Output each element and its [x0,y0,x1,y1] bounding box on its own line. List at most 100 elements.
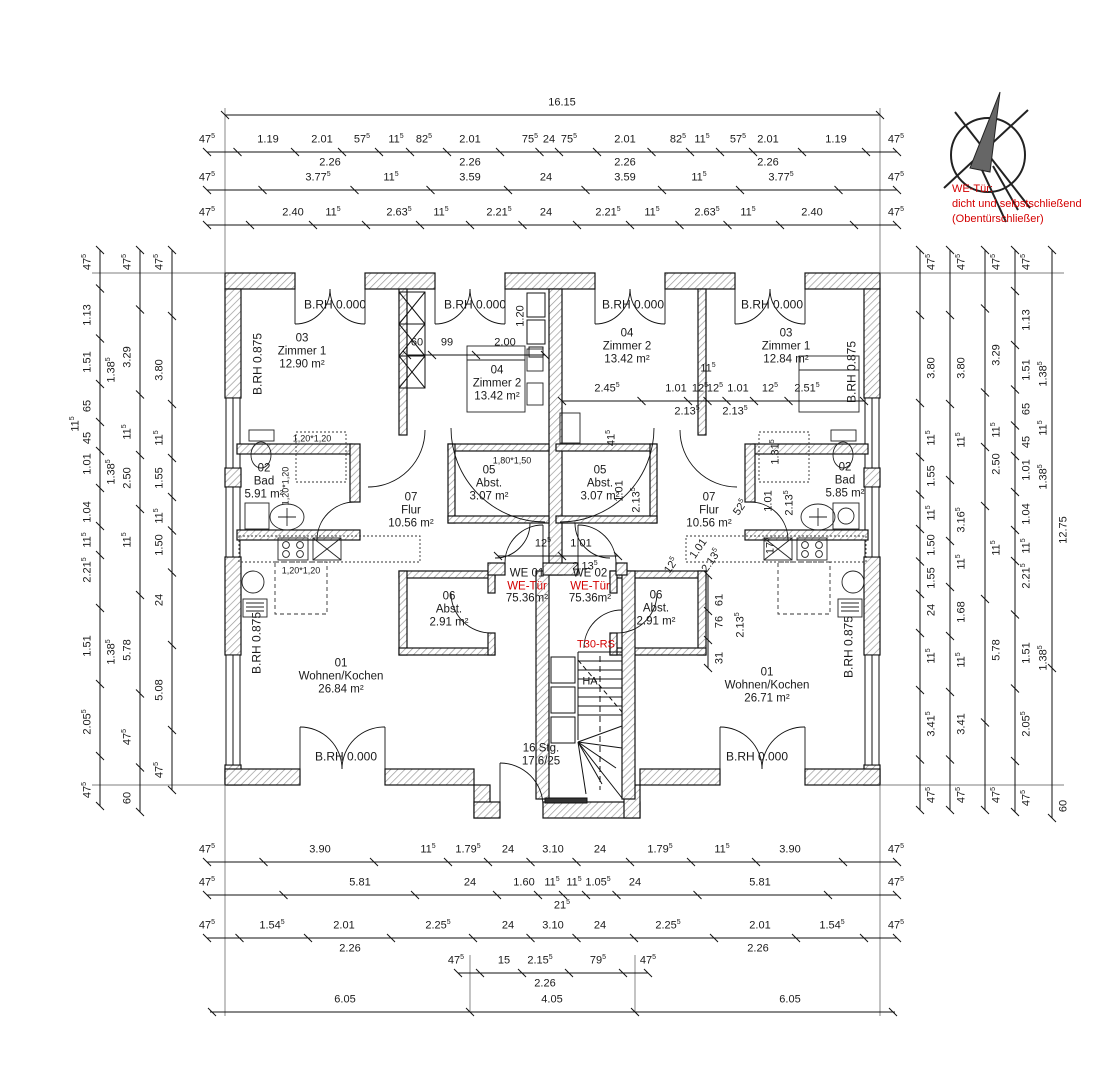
dim-label: 1.01 [1020,459,1033,481]
dim-label: 475 [198,842,216,856]
dim-label: 475 [989,253,1003,271]
dim-label: 1.385 [104,459,118,485]
dim-label: 3.775 [305,170,331,184]
dim-label: 115 [325,205,341,219]
dim-label: 3.10 [542,843,564,856]
dim-sub-label: 2.135 [572,559,598,573]
dim-label: 115 [152,430,166,446]
dim-label: 60 [1057,799,1070,813]
dim-label: 825 [415,132,433,146]
dim-label: 2.215 [1019,563,1033,589]
dim-label: 115 [120,424,134,440]
dim-sub-label: 2.26 [747,942,769,955]
dim-label: 1.385 [1036,464,1050,490]
dim-label: 475 [887,918,905,932]
dim-label: 475 [198,875,216,889]
dim-label: 115 [120,532,134,548]
interior-dim-label: 415 [604,429,618,447]
dim-label: 475 [1019,253,1033,271]
interior-dim-label: 1.20 [514,305,527,327]
dim-label: 60 [410,336,424,349]
dim-label: 2.01 [311,133,333,146]
level-mark: B.RH 0.000 [314,749,378,764]
dim-label: 1.055 [585,875,611,889]
dim-label: 125 [761,381,779,395]
legend-note-line: (Obentürschließer) [952,213,1044,225]
dim-label: 2.255 [425,918,451,932]
dim-label: 5.08 [153,679,166,701]
dim-label: 65 [81,399,94,413]
dim-label: 3.80 [925,357,938,379]
dim-label: 45 [1020,435,1033,449]
interior-dim-label: 2.135 [629,487,643,513]
door-swings [294,288,806,807]
dim-label: 5.81 [349,876,371,889]
dim-label: 115 [924,648,938,664]
dim-label: 24 [593,919,607,932]
dim-label: 2.635 [694,205,720,219]
dim-label: 1.385 [104,639,118,665]
dim-label: 475 [887,132,905,146]
interior-dim-label: 1.01 [762,490,775,512]
dim-label: 1.13 [81,304,94,326]
dim-label: 2.40 [801,206,823,219]
dim-label: 1.51 [1020,359,1033,381]
level-mark: B.RH 0.000 [303,297,367,312]
dim-label: 475 [924,253,938,271]
dim-label: 475 [152,253,166,271]
dim-label: 475 [198,918,216,932]
dim-label: 1.55 [153,467,166,489]
legend-note: WE-Tür: dicht und selbstschließend (Oben… [952,182,1082,227]
dim-label: 2.40 [282,206,304,219]
dim-label: 76 [713,615,726,629]
dim-label: 115 [740,205,756,219]
dim-label: 115 [1019,538,1033,554]
dim-sub-label: 2.26 [319,156,341,169]
dim-label: 3.80 [955,357,968,379]
fixture-note: 1,20*1,20 [280,466,291,506]
level-mark: B.RH 0.875 [841,615,856,679]
dim-sub-label: 2.135 [722,404,748,418]
dim-label: 1.545 [819,918,845,932]
dim-label: 45 [81,431,94,445]
dim-label: 3.10 [542,919,564,932]
level-mark: B.RH 0.000 [443,297,507,312]
dim-label: 475 [80,253,94,271]
dim-label: 115 [954,432,968,448]
dim-label: 1.19 [257,133,279,146]
dim-label: 475 [954,786,968,804]
interior-dim-label: 525 [731,497,748,518]
dim-label: 2.50 [990,453,1003,475]
dim-label: 31 [713,651,726,665]
dim-label: 3.90 [779,843,801,856]
dim-label: 24 [501,843,515,856]
dim-label: 1.51 [1020,642,1033,664]
dim-label: 115 [954,554,968,570]
dim-label: 1.01 [727,382,749,395]
dim-label: 3.41 [955,713,968,735]
dim-label: 2.01 [757,133,779,146]
dim-label: 125 [691,381,709,395]
dim-label: 1.68 [955,601,968,623]
dim-label: 5.81 [749,876,771,889]
dim-label: 475 [639,953,657,967]
dim-label: 6.05 [779,993,801,1006]
interior-dim-label: 1.315 [768,439,782,465]
dim-label: 1.55 [925,567,938,589]
fixture-note: 1,80*1,50 [492,455,532,466]
dim-label: 475 [887,842,905,856]
dim-label: 6.05 [334,993,356,1006]
dim-label: 825 [669,132,687,146]
dim-label: 1.50 [925,534,938,556]
witness-lines [92,108,1064,1016]
